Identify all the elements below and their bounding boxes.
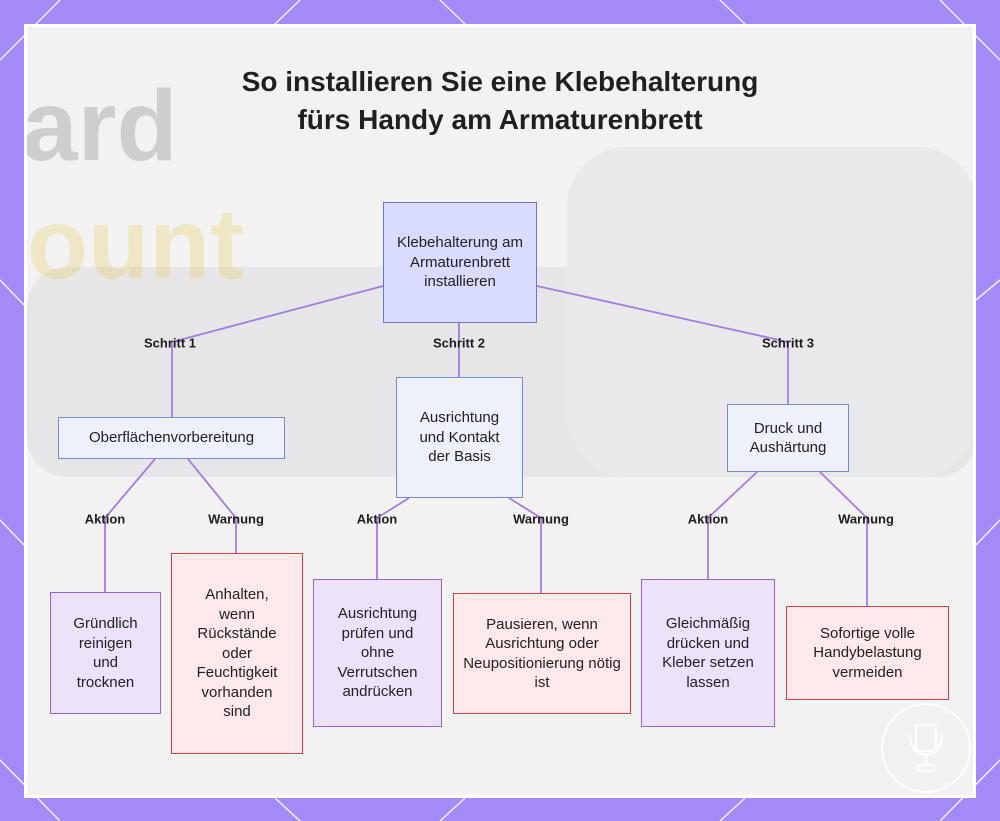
edge-label-step3: Schritt 3 [762, 336, 814, 351]
edge-step1-action [105, 459, 155, 518]
edge-root-step3 [537, 286, 788, 342]
edge-label-s3-action: Aktion [688, 512, 728, 527]
edge-label-s3-warning: Warnung [838, 512, 894, 527]
edge-root-step1 [172, 286, 383, 342]
node-root: Klebehalterung am Armaturenbrett install… [383, 202, 537, 323]
node-step1-action: Gründlich reinigen und trocknen [50, 592, 161, 714]
node-step1: Oberflächenvorbereitung [58, 417, 285, 459]
node-step3-warning: Sofortige volle Handybelastung vermeiden [786, 606, 949, 700]
node-step1-warning: Anhalten, wenn Rückstände oder Feuchtigk… [171, 553, 303, 754]
edge-label-s2-action: Aktion [357, 512, 397, 527]
trophy-badge-icon [881, 703, 971, 793]
node-step3-action: Gleichmäßig drücken und Kleber setzen la… [641, 579, 775, 727]
edge-step1-warning [188, 459, 236, 518]
node-step2-warning: Pausieren, wenn Ausrichtung oder Neuposi… [453, 593, 631, 714]
edge-label-s1-warning: Warnung [208, 512, 264, 527]
edge-label-step2: Schritt 2 [433, 336, 485, 351]
node-step3: Druck und Aushärtung [727, 404, 849, 472]
edge-label-s2-warning: Warnung [513, 512, 569, 527]
node-step2-action: Ausrichtung prüfen und ohne Verrutschen … [313, 579, 442, 727]
edge-label-step1: Schritt 1 [144, 336, 196, 351]
node-step2: Ausrichtung und Kontakt der Basis [396, 377, 523, 498]
edge-label-s1-action: Aktion [85, 512, 125, 527]
